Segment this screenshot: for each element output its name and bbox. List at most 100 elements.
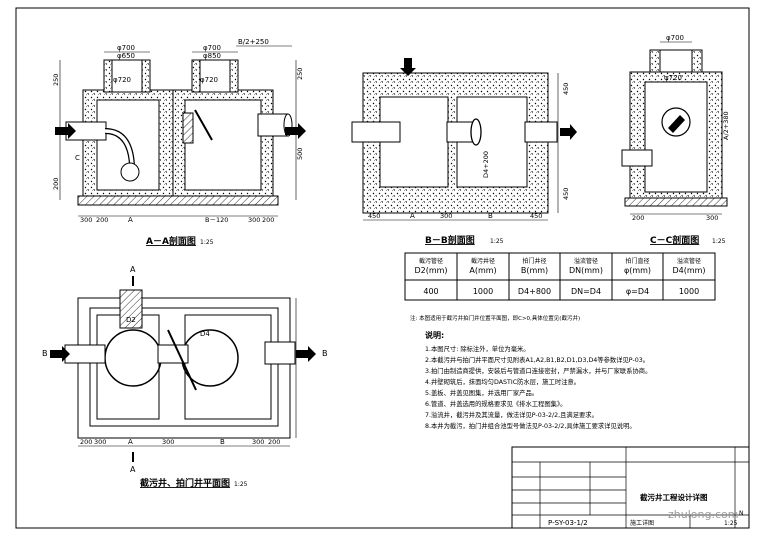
table-header-cell: A(mm) [469, 266, 496, 275]
section-aa: φ700 φ650 φ700 φ850 B/2+250 φ720 φ720 25… [52, 38, 306, 247]
cc-base-slab [624, 197, 728, 207]
aa-dim-v200: 200 [52, 178, 60, 190]
table-header-cell: DN(mm) [569, 266, 603, 275]
aa-dim-phi850: φ850 [203, 52, 221, 60]
aa-flow-arrow-out [285, 123, 306, 139]
aa-dim-bottom-200: 200 [96, 216, 108, 224]
plan-marker-a-bot: A [130, 465, 136, 474]
plan-marker-a-top: A [130, 265, 136, 274]
table-header-cell: D2(mm) [414, 266, 447, 275]
table-header-cell: 截污井径 [471, 257, 495, 265]
table-header-cell: 截污管径 [419, 257, 443, 265]
aa-dim-v500: 500 [296, 148, 304, 160]
bb-pipe-out [524, 121, 558, 143]
table-header-cell: D4(mm) [672, 266, 705, 275]
plan-right-chamber [184, 314, 272, 420]
bb-dim-r450b: 450 [562, 188, 570, 200]
cc-dim-200: 200 [632, 214, 644, 222]
title-block-drawing-no: P-SY-03-1/2 [548, 519, 588, 527]
cc-dim-phi720: φ720 [664, 74, 682, 82]
bb-dim-r450: 450 [562, 83, 570, 95]
notes-item: 7.溢流井，截污井及其流量，做法详见P-03-2/2,且满足要求。 [425, 410, 598, 419]
aa-dim-phi720a: φ720 [113, 76, 131, 84]
table-header-cell: 拍门直径 [625, 257, 649, 265]
aa-dim-bottom-300b: 300 [248, 216, 260, 224]
title-block-rev: N [739, 510, 744, 517]
param-table: 截污管径D2(mm)截污井径A(mm)拍门井径B(mm)溢流管径DN(mm)拍门… [404, 252, 716, 301]
aa-dim-bottom-300: 300 [80, 216, 92, 224]
plan-view: A A B B D2 D4 200 300 A 300 B 300 200 截污… [42, 265, 328, 489]
aa-dim-phi700b: φ700 [203, 44, 221, 52]
aa-dim-phi720b: φ720 [200, 76, 218, 84]
plan-d4: D4 [200, 330, 210, 338]
plan-dim-300b: 300 [162, 438, 174, 446]
table-header-cell: φ(mm) [624, 266, 651, 275]
plan-pipe-out [264, 341, 296, 365]
plan-inner [89, 307, 279, 427]
table-value-cell: 1000 [473, 287, 493, 296]
aa-dim-b120: B－120 [205, 216, 228, 224]
table-value-cell: DN=D4 [571, 287, 601, 296]
plan-flow-arrow-out [296, 346, 316, 362]
aa-pipe-circle [120, 162, 140, 182]
notes-item: 3.拍门由制造商提供，安装后与管道口连接密封，严禁漏水，并与厂家联系协商。 [425, 366, 651, 375]
aa-dim-b-formula: B/2+250 [238, 38, 269, 46]
notes-item: 6.管道、井盖选用的规格要求见《排水工程图集》。 [425, 399, 566, 408]
cc-side-pipe [621, 149, 653, 167]
sheet-border [15, 7, 750, 529]
aa-dim-v250: 250 [52, 74, 60, 86]
notes-item: 1.本图尺寸: 除标注外，单位为毫米。 [425, 344, 530, 353]
table-value-cell: 1000 [679, 287, 699, 296]
cc-dim-phi700: φ700 [666, 34, 684, 42]
notes-line0: 注: 本图适用于截污井拍门井位置平面图，即C>0,具体位置见(截污井) [410, 314, 580, 322]
title-block-sheet-label: 施工详图 [630, 519, 654, 527]
plan-pipe-mid [157, 344, 189, 364]
watermark: zhulong.com [668, 508, 738, 521]
plan-scale: 1:25 [234, 481, 248, 488]
plan-dim-300a: 300 [94, 438, 106, 446]
bb-title: B－B剖面图 [425, 234, 475, 246]
bb-dim-b: B [488, 212, 493, 220]
plan-dim-a: A [128, 438, 133, 446]
bb-dim-a: A [410, 212, 415, 220]
plan-dim-200b: 200 [268, 438, 280, 446]
cc-title: C－C剖面图 [650, 234, 699, 246]
notes-item: 8.本井为截污，拍门井组合池型号做法见P-03-2/2,具体施工要求详见说明。 [425, 421, 636, 430]
table-header-cell: 拍门井径 [522, 257, 546, 265]
bb-dim-450b: 450 [530, 212, 542, 220]
plan-dim-b: B [220, 438, 225, 446]
bb-scale: 1:25 [490, 238, 504, 245]
plan-flow-arrow-in [50, 346, 70, 362]
section-cc: φ700 φ720 200 300 A/2+380 C－C剖面图 1:25 [621, 34, 730, 246]
bb-flow-arrow-out [560, 124, 577, 140]
table-value-cell: D4+800 [518, 287, 551, 296]
plan-title: 截污井、拍门井平面图 [140, 477, 230, 489]
plan-d2: D2 [126, 316, 136, 324]
notes-title: 说明: [425, 330, 444, 340]
plan-dim-300c: 300 [252, 438, 264, 446]
cc-dim-300: 300 [706, 214, 718, 222]
aa-dim-v250b: 250 [296, 68, 304, 80]
plan-dim-200a: 200 [80, 438, 92, 446]
bb-vent-arrow [400, 58, 416, 76]
plan-marker-b-left: B [42, 349, 48, 358]
title-block: 截污井工程设计详图 P-SY-03-1/2 施工详图 1:25 N [511, 446, 750, 529]
plan-marker-b-right: B [322, 349, 328, 358]
title-block-scale: 1:25 [724, 520, 738, 527]
bb-pipe-in [351, 121, 401, 143]
bb-dim-d4: D4+200 [482, 151, 490, 178]
aa-dim-phi700a: φ700 [117, 44, 135, 52]
notes-item: 5.盖板、井盖见图集，并选用厂家产品。 [425, 388, 538, 397]
aa-dim-bottom-200b: 200 [262, 216, 274, 224]
aa-dim-phi650: φ650 [117, 52, 135, 60]
plan-pipe-in [64, 344, 106, 364]
aa-scale: 1:25 [200, 239, 214, 246]
aa-dim-a: A [128, 216, 133, 224]
notes-item: 4.井壁砌筑后，抹面均匀DASTIC防水层，施工时注意。 [425, 377, 580, 386]
cc-scale: 1:25 [712, 238, 726, 245]
table-value-cell: φ=D4 [626, 287, 649, 296]
table-header-cell: 溢流管径 [574, 257, 598, 265]
aa-marker-c: C [75, 154, 80, 162]
aa-flap-gate [182, 112, 194, 144]
